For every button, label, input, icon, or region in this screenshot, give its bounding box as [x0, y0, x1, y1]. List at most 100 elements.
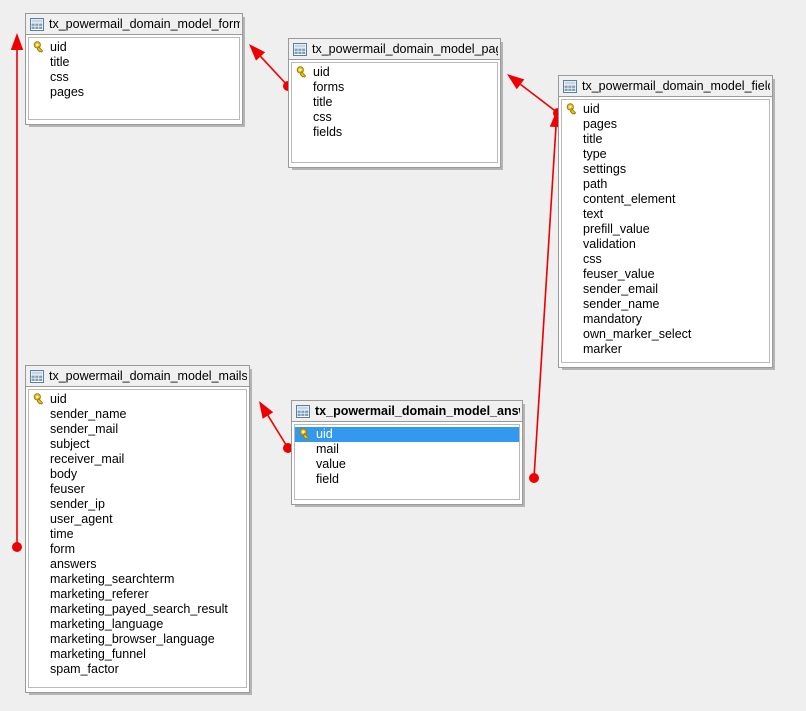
table-grid-icon — [563, 79, 577, 93]
column-row[interactable]: marketing_funnel — [29, 647, 246, 662]
key-icon — [33, 393, 46, 406]
column-row[interactable]: uid — [562, 102, 769, 117]
column-row[interactable]: marketing_language — [29, 617, 246, 632]
relation-mails-to-forms[interactable] — [10, 33, 24, 552]
column-name: body — [50, 467, 78, 481]
column-row[interactable]: fields — [292, 125, 497, 140]
column-row[interactable]: feuser — [29, 482, 246, 497]
table-header-forms[interactable]: tx_powermail_domain_model_forms — [26, 14, 242, 35]
column-row[interactable]: title — [292, 95, 497, 110]
column-indent-spacer — [33, 483, 46, 496]
column-row[interactable]: type — [562, 147, 769, 162]
column-row[interactable]: sender_name — [562, 297, 769, 312]
column-indent-spacer — [33, 71, 46, 84]
column-name: title — [583, 132, 603, 146]
column-row[interactable]: mail — [295, 442, 519, 457]
column-row[interactable]: sender_email — [562, 282, 769, 297]
column-row[interactable]: css — [562, 252, 769, 267]
column-indent-spacer — [299, 458, 312, 471]
table-header-mails[interactable]: tx_powermail_domain_model_mails — [26, 366, 249, 387]
column-row[interactable]: feuser_value — [562, 267, 769, 282]
column-row[interactable]: sender_ip — [29, 497, 246, 512]
column-row[interactable]: receiver_mail — [29, 452, 246, 467]
column-row[interactable]: uid — [295, 427, 519, 442]
column-row[interactable]: form — [29, 542, 246, 557]
column-row[interactable]: title — [29, 55, 239, 70]
column-row[interactable]: sender_mail — [29, 422, 246, 437]
column-row[interactable]: pages — [29, 85, 239, 100]
column-row[interactable]: path — [562, 177, 769, 192]
relation-line — [259, 55, 289, 87]
column-row[interactable]: text — [562, 207, 769, 222]
column-row[interactable]: own_marker_select — [562, 327, 769, 342]
relation-pages-to-forms[interactable] — [249, 44, 293, 91]
column-indent-spacer — [33, 498, 46, 511]
column-indent-spacer — [566, 313, 579, 326]
column-name: forms — [313, 80, 345, 94]
column-row[interactable]: settings — [562, 162, 769, 177]
column-row[interactable]: subject — [29, 437, 246, 452]
column-indent-spacer — [33, 558, 46, 571]
column-row[interactable]: pages — [562, 117, 769, 132]
column-row[interactable]: marketing_searchterm — [29, 572, 246, 587]
column-row[interactable]: prefill_value — [562, 222, 769, 237]
column-row[interactable]: marketing_payed_search_result — [29, 602, 246, 617]
column-row[interactable]: answers — [29, 557, 246, 572]
column-indent-spacer — [566, 268, 579, 281]
column-row[interactable]: forms — [292, 80, 497, 95]
column-name: feuser_value — [583, 267, 655, 281]
column-name: marketing_referer — [50, 587, 149, 601]
column-row[interactable]: mandatory — [562, 312, 769, 327]
column-row[interactable]: spam_factor — [29, 662, 246, 677]
column-row[interactable]: uid — [292, 65, 497, 80]
column-name: mail — [316, 442, 339, 456]
column-row[interactable]: sender_name — [29, 407, 246, 422]
column-row[interactable]: css — [29, 70, 239, 85]
table-title-mails: tx_powermail_domain_model_mails — [49, 369, 247, 383]
column-row[interactable]: body — [29, 467, 246, 482]
column-row[interactable]: content_element — [562, 192, 769, 207]
column-row[interactable]: css — [292, 110, 497, 125]
key-icon — [299, 428, 312, 441]
column-name: marketing_language — [50, 617, 164, 631]
column-indent-spacer — [33, 588, 46, 601]
column-name: title — [50, 55, 70, 69]
column-row[interactable]: marketing_browser_language — [29, 632, 246, 647]
column-row[interactable]: marker — [562, 342, 769, 357]
column-name: uid — [50, 392, 67, 406]
column-row[interactable]: uid — [29, 392, 246, 407]
table-header-fields[interactable]: tx_powermail_domain_model_fields — [559, 76, 772, 97]
column-name: type — [583, 147, 607, 161]
key-icon — [33, 41, 46, 54]
column-row[interactable]: title — [562, 132, 769, 147]
column-row[interactable]: field — [295, 472, 519, 487]
column-indent-spacer — [566, 178, 579, 191]
column-indent-spacer — [299, 443, 312, 456]
column-name: sender_ip — [50, 497, 105, 511]
relation-arrowhead — [249, 44, 266, 61]
relation-arrowhead — [507, 74, 525, 90]
relation-answer-to-mails[interactable] — [259, 401, 293, 453]
column-row[interactable]: marketing_referer — [29, 587, 246, 602]
column-row[interactable]: validation — [562, 237, 769, 252]
table-header-pages[interactable]: tx_powermail_domain_model_pages — [289, 39, 500, 60]
column-name: feuser — [50, 482, 85, 496]
column-row[interactable]: time — [29, 527, 246, 542]
column-name: uid — [50, 40, 67, 54]
relation-fields-to-pages[interactable] — [507, 74, 563, 118]
column-row[interactable]: uid — [29, 40, 239, 55]
table-header-answer[interactable]: tx_powermail_domain_model_answer — [292, 401, 522, 422]
column-name: sender_name — [50, 407, 127, 421]
column-indent-spacer — [566, 208, 579, 221]
column-row[interactable]: value — [295, 457, 519, 472]
column-row[interactable]: user_agent — [29, 512, 246, 527]
